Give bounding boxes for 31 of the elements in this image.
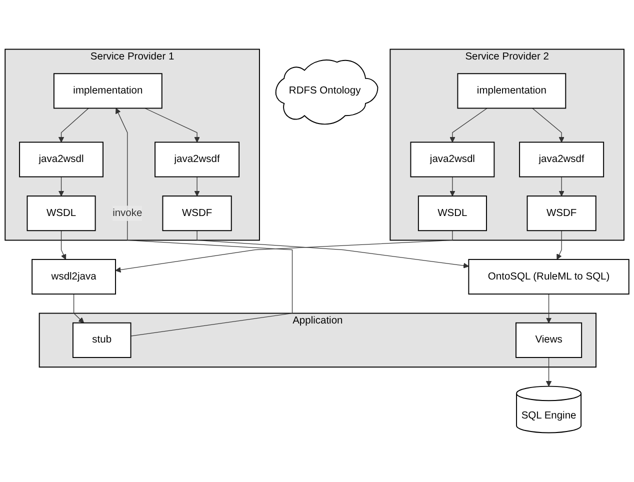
node-box: WSDL [418, 196, 487, 232]
arrow [546, 357, 552, 387]
node-box: WSDF [162, 196, 232, 232]
node-box: java2wsdf [519, 142, 604, 178]
arrow [58, 176, 64, 196]
arrow [558, 176, 564, 196]
arrow [532, 108, 564, 142]
node-box: WSDL [26, 196, 96, 232]
arrow [73, 294, 84, 324]
arrow [115, 230, 453, 273]
arrow [450, 108, 488, 142]
arrow [556, 230, 562, 260]
edge-label: invoke [112, 208, 142, 218]
arrow [546, 294, 552, 324]
node-box: java2wsdl [410, 142, 495, 178]
arrow [450, 176, 456, 196]
node-box: implementation [457, 73, 566, 109]
node-box: wsdl2java [32, 258, 116, 295]
node-box: java2wsdl [19, 142, 104, 178]
node-box: implementation [53, 73, 162, 109]
arrow [144, 108, 200, 142]
arrow [116, 108, 293, 336]
arrow [58, 108, 89, 142]
node-box: Views [516, 322, 582, 358]
arrow [60, 230, 66, 260]
arrow [194, 176, 200, 196]
node-box: WSDF [526, 196, 596, 232]
node-box: OntoSQL (RuleML to SQL) [468, 258, 630, 295]
arrow [196, 230, 469, 268]
node-box: java2wsdf [154, 142, 240, 178]
node-box: stub [72, 322, 132, 358]
